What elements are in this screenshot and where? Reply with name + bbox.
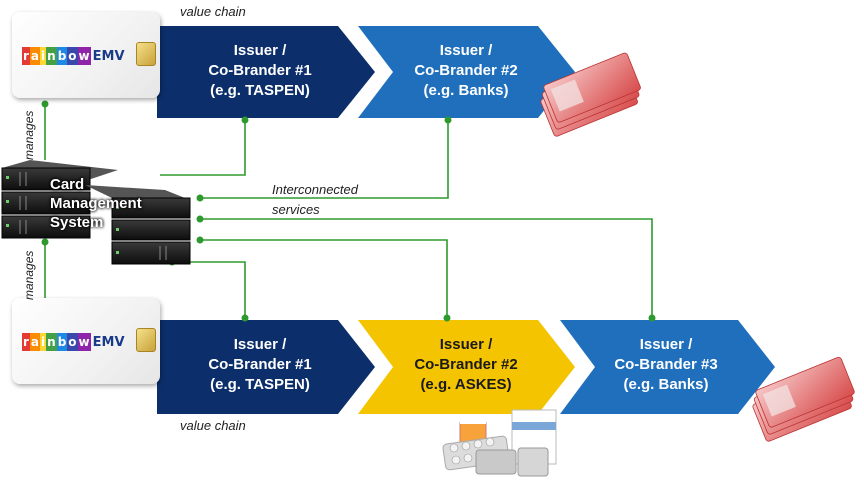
- top-step-2-text: Issuer / Co-Brander #2 (e.g. Banks): [414, 42, 518, 99]
- value-chain-label-top: value chain: [180, 4, 246, 19]
- manages-label-top: manages: [22, 110, 36, 160]
- connector-cms-bottom-1: [172, 261, 246, 318]
- bottom-chevron-1: [157, 320, 375, 414]
- top-chevron-1: [157, 26, 375, 118]
- connector-lines: [44, 104, 653, 318]
- top-chevron-2: [358, 26, 575, 118]
- logo-letter: a: [29, 47, 41, 65]
- bottom-chevron-3: [560, 320, 775, 414]
- logo-letter: n: [46, 333, 57, 351]
- logo-letter: w: [77, 333, 91, 351]
- banknotes-icon: [752, 356, 855, 442]
- connector-cms-bottom-2: [200, 239, 448, 318]
- logo-letter: r: [22, 47, 30, 65]
- cms-label: Card Management System: [50, 175, 142, 232]
- logo-letter: w: [77, 47, 91, 65]
- chip-icon: [136, 42, 156, 66]
- top-step-1-text: Issuer / Co-Brander #1 (e.g. TASPEN): [208, 42, 312, 99]
- logo-letter: o: [67, 333, 78, 351]
- bottom-step-1-text: Issuer / Co-Brander #1 (e.g. TASPEN): [208, 336, 312, 393]
- logo-letter: o: [67, 47, 78, 65]
- logo-letter: i: [40, 333, 47, 351]
- logo-letter: r: [22, 333, 30, 351]
- medicine-icon: [442, 409, 557, 477]
- connector-cms-top-1: [160, 120, 246, 176]
- bottom-chevron-2: [358, 320, 575, 414]
- interconnected-label-line1: Interconnected: [272, 182, 359, 197]
- logo-letter: a: [29, 333, 41, 351]
- connector-cms-top-2: [200, 120, 449, 199]
- server-rack-icon: [1, 160, 191, 265]
- bottom-step-3-text: Issuer / Co-Brander #3 (e.g. Banks): [614, 336, 718, 393]
- logo-letter: b: [56, 47, 68, 65]
- banknotes-icon: [540, 52, 641, 137]
- connector-cms-bottom-3: [200, 218, 653, 318]
- logo-letter: n: [46, 47, 57, 65]
- cms-line-3: System: [50, 214, 104, 231]
- logo-letter: b: [56, 333, 68, 351]
- interconnected-label-line2: services: [272, 202, 320, 217]
- bottom-step-2-text: Issuer / Co-Brander #2 (e.g. ASKES): [414, 336, 518, 393]
- cms-line-1: Card: [50, 176, 85, 193]
- logo-letter: i: [40, 47, 47, 65]
- value-chain-label-bottom: value chain: [180, 418, 246, 433]
- manages-label-bottom: manages: [22, 250, 36, 300]
- cms-line-2: Management: [50, 195, 142, 212]
- chip-icon: [136, 328, 156, 352]
